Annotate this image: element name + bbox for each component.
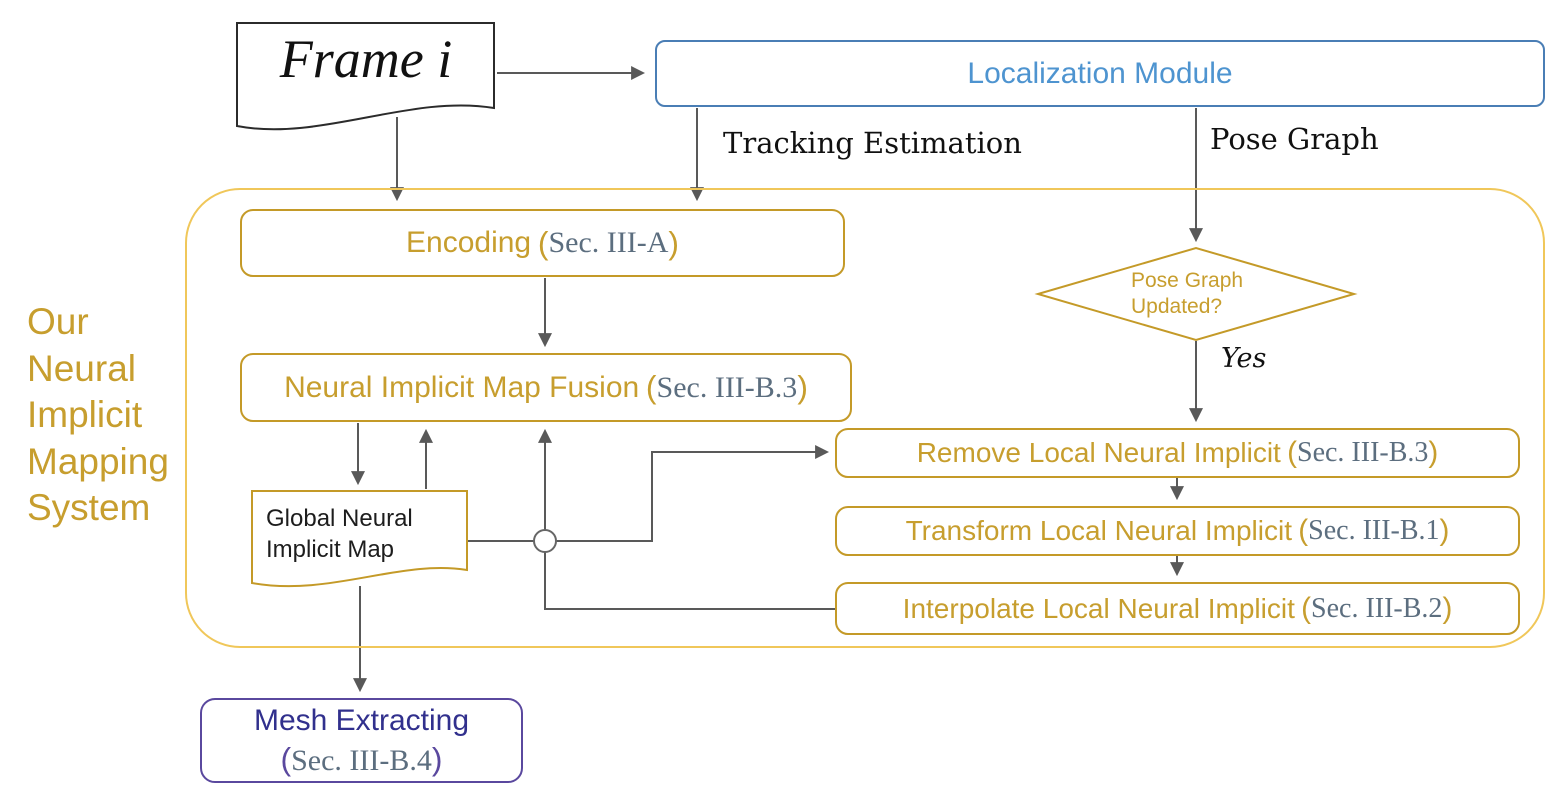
fusion-node-title: Neural Implicit Map Fusion — [284, 370, 640, 404]
interpolate-node-title: Interpolate Local Neural Implicit — [902, 592, 1295, 624]
system-label-line: Implicit — [27, 394, 143, 435]
sec-paren-close: ) — [797, 369, 808, 405]
remove-node-title: Remove Local Neural Implicit — [916, 437, 1281, 468]
edge-globalmap-to-remove — [468, 445, 830, 542]
sec-paren-open: ( — [1287, 436, 1297, 469]
sec-paren-close: ) — [1439, 514, 1450, 547]
sec-paren-open: ( — [645, 369, 657, 405]
localization-node: Localization Module — [655, 40, 1545, 107]
system-label-line: Neural — [27, 347, 136, 389]
transform-node: Transform Local Neural Implicit(Sec. III… — [835, 506, 1520, 556]
sec-paren-open: ( — [537, 224, 549, 261]
transform-node-title: Transform Local Neural Implicit — [905, 515, 1292, 546]
remove-node: Remove Local Neural Implicit(Sec. III-B.… — [835, 428, 1520, 478]
sec-paren-close: ) — [668, 224, 679, 261]
remove-node-sec: Sec. III-B.3 — [1297, 437, 1429, 468]
global-map-document-shape — [251, 490, 468, 588]
mesh-node-title: Mesh Extracting — [253, 703, 470, 737]
tracking-estimation-label: Tracking Estimation — [723, 126, 1022, 160]
global-map-line2: Implicit Map — [266, 536, 395, 563]
encoding-node-sec: Sec. III-A — [548, 226, 669, 259]
sec-paren-open: ( — [1298, 514, 1309, 547]
frame-document-shape — [236, 22, 495, 131]
sec-paren-open: ( — [280, 740, 292, 777]
sec-paren-close: ) — [1442, 591, 1453, 625]
mesh-node: Mesh Extracting (Sec. III-B.4) — [200, 698, 523, 783]
sec-paren-close: ) — [431, 740, 443, 777]
decision-diamond-shape — [1034, 246, 1358, 342]
decision-line2: Updated? — [1131, 295, 1223, 318]
system-label-line: Mapping — [27, 440, 169, 482]
mesh-node-sec-row: (Sec. III-B.4) — [281, 740, 443, 780]
interpolate-node: Interpolate Local Neural Implicit(Sec. I… — [835, 582, 1520, 635]
fusion-node-sec: Sec. III-B.3 — [656, 370, 798, 404]
mesh-node-title-row: Mesh Extracting — [254, 702, 469, 740]
encoding-node-title: Encoding — [406, 226, 532, 259]
yes-label: Yes — [1221, 343, 1267, 374]
sec-paren-open: ( — [1301, 591, 1312, 625]
sec-paren-close: ) — [1428, 436, 1439, 469]
decision-node-label: Pose Graph Updated? — [1131, 268, 1243, 320]
system-label-line: System — [27, 487, 151, 528]
mapping-system-container — [185, 188, 1545, 648]
system-label-line: Our — [27, 301, 89, 342]
global-map-node-label: Global Neural Implicit Map — [266, 503, 413, 565]
pose-graph-label: Pose Graph — [1210, 122, 1379, 156]
encoding-node: Encoding(Sec. III-A) — [240, 209, 845, 277]
localization-node-label: Localization Module — [967, 56, 1233, 90]
frame-node-label: Frame i — [279, 29, 453, 89]
global-map-line1: Global Neural — [266, 505, 413, 532]
system-label: Our Neural Implicit Mapping System — [27, 299, 169, 532]
junction-circle — [533, 529, 557, 553]
fusion-node: Neural Implicit Map Fusion(Sec. III-B.3) — [240, 353, 852, 422]
mesh-node-sec: Sec. III-B.4 — [291, 743, 432, 777]
edge-interpolate-to-fusion — [538, 428, 835, 610]
interpolate-node-sec: Sec. III-B.2 — [1311, 592, 1443, 624]
decision-line1: Pose Graph — [1131, 269, 1244, 292]
transform-node-sec: Sec. III-B.1 — [1308, 515, 1440, 546]
